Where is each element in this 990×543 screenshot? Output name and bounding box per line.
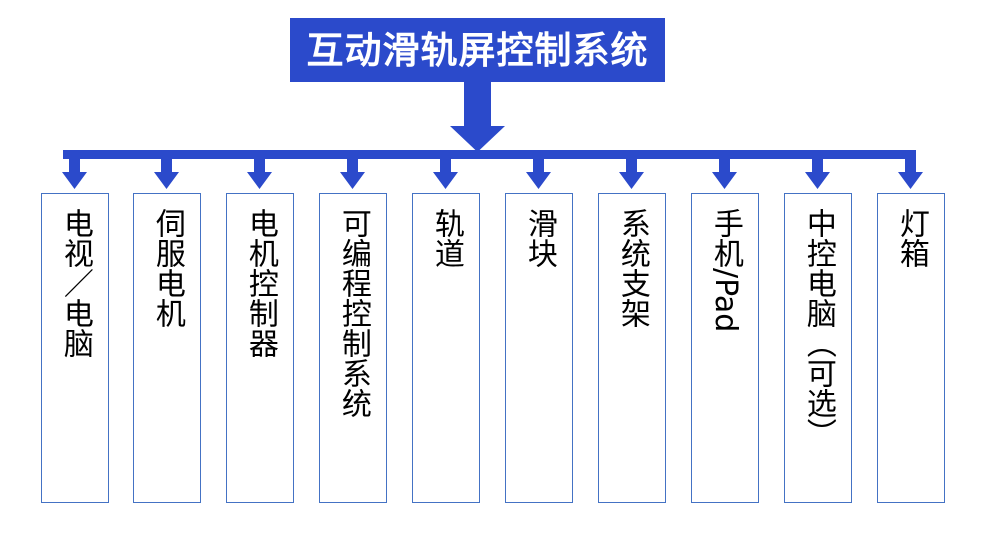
node-box-central-pc[interactable]: 中控电脑（可选） [784,193,852,503]
node-box-plc-system[interactable]: 可编程控制系统 [319,193,387,503]
node-box-sys-bracket[interactable]: 系统支架 [598,193,666,503]
node-box-slider[interactable]: 滑块 [505,193,573,503]
branch-arrow-icon-5 [433,150,458,189]
node-label-central-pc: 中控电脑（可选） [800,208,836,448]
branch-arrow-icon-7 [619,150,644,189]
branch-arrow-icon-3 [247,150,272,189]
node-box-light-box[interactable]: 灯箱 [877,193,945,503]
branch-arrow-icon-1 [62,150,87,189]
node-label-sys-bracket: 系统支架 [614,208,650,328]
trunk-arrow-icon [450,82,505,152]
branch-arrow-icon-8 [712,150,737,189]
node-box-servo-motor[interactable]: 伺服电机 [133,193,201,503]
node-label-plc-system: 可编程控制系统 [335,208,371,418]
branch-arrow-icon-10 [898,150,923,189]
branch-arrow-icon-9 [805,150,830,189]
node-box-tv-pc[interactable]: 电视／电脑 [41,193,109,503]
node-label-tv-pc: 电视／电脑 [57,208,93,358]
node-label-phone-pad: 手机/Pad [707,208,743,333]
node-label-light-box: 灯箱 [893,208,929,268]
node-row: 电视／电脑 伺服电机 电机控制器 可编程控制系统 轨道 滑块 系统支架 手机/P… [0,193,990,504]
node-box-phone-pad[interactable]: 手机/Pad [691,193,759,503]
branch-arrow-icon-2 [154,150,179,189]
node-box-track[interactable]: 轨道 [412,193,480,503]
diagram-title-box: 互动滑轨屏控制系统 [290,18,665,82]
bus-bar [63,150,916,159]
node-box-motor-ctrl[interactable]: 电机控制器 [226,193,294,503]
node-label-motor-ctrl: 电机控制器 [242,208,278,358]
node-label-servo-motor: 伺服电机 [149,208,185,328]
node-label-track: 轨道 [428,208,464,268]
branch-arrow-icon-6 [526,150,551,189]
node-label-slider: 滑块 [521,208,557,268]
diagram-title-text: 互动滑轨屏控制系统 [306,28,649,72]
branch-arrow-icon-4 [340,150,365,189]
